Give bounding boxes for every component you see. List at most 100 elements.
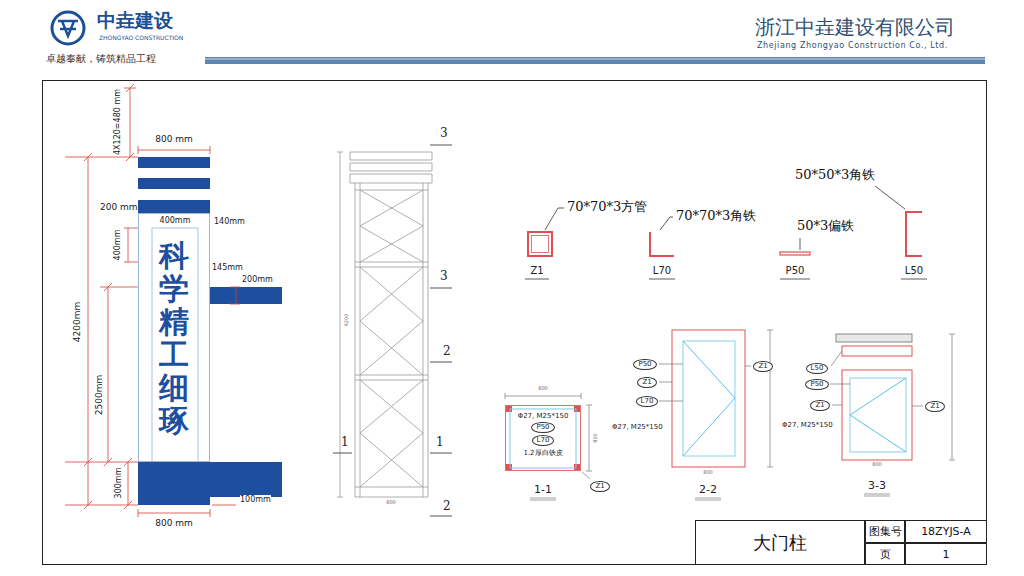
side-arm bbox=[210, 287, 282, 304]
title-block-cell: 页 bbox=[865, 543, 905, 565]
dimension-label: 800 bbox=[538, 386, 548, 392]
section-mark: 3 bbox=[440, 270, 448, 284]
cap-bar bbox=[842, 346, 912, 356]
callout-text: P50 bbox=[810, 380, 823, 389]
header-bar bbox=[205, 57, 985, 64]
flat-bar-profile bbox=[780, 252, 810, 255]
callout-oval: L50 bbox=[806, 363, 829, 374]
title-cell-text: 页 bbox=[880, 547, 891, 562]
title-block-cell: 18ZYJS-A bbox=[905, 520, 987, 543]
callout-oval: Z1 bbox=[637, 377, 656, 388]
company-logo-text: 中垚建设 bbox=[97, 10, 173, 32]
title-cell-text: 18ZYJS-A bbox=[921, 525, 971, 538]
top-bar bbox=[138, 157, 210, 168]
title-block-cell: 1 bbox=[905, 543, 987, 565]
column-text: 科学精工细琢 bbox=[159, 239, 189, 437]
title-cell-text: 图集号 bbox=[869, 524, 902, 539]
section-1-lines bbox=[505, 393, 592, 500]
section-inner bbox=[850, 378, 906, 452]
bolt-note: Φ27, M25*150 bbox=[782, 421, 833, 429]
callout-oval: Z1 bbox=[753, 361, 772, 372]
profile-code: Z1 bbox=[530, 265, 543, 277]
section-caption: 1-1 bbox=[534, 484, 552, 497]
callout-text: Z1 bbox=[815, 401, 824, 410]
leader-lines bbox=[545, 186, 905, 250]
header-bar-highlight bbox=[205, 59, 985, 60]
dimension-label: 400mm bbox=[160, 216, 191, 225]
callout-text: Z1 bbox=[758, 362, 767, 371]
sign-column: 科学精工细琢 bbox=[138, 213, 210, 462]
dimension-label: 2500mm bbox=[94, 375, 104, 415]
dimension-label: 145mm bbox=[212, 263, 243, 272]
dimension-label: 800 bbox=[703, 470, 713, 476]
profile-spec: 70*70*3角铁 bbox=[676, 209, 756, 224]
callout-oval: Z1 bbox=[810, 400, 829, 411]
company-logo-subtext: ZHONGYAO CONSTRUCTION bbox=[99, 35, 183, 42]
profile-code: L50 bbox=[905, 265, 923, 277]
title-cell-text: 1 bbox=[943, 548, 950, 561]
section-caption: 2-2 bbox=[699, 484, 717, 497]
dimension-label: 140mm bbox=[214, 217, 245, 226]
callout-oval: P50 bbox=[531, 422, 554, 433]
bracing bbox=[850, 378, 906, 452]
callout-text: L50 bbox=[811, 364, 824, 373]
section-2-lines bbox=[659, 330, 773, 500]
angle-profile bbox=[906, 212, 922, 256]
callout-text: Z1 bbox=[642, 378, 651, 387]
callout-text: Z1 bbox=[930, 402, 939, 411]
bolt-note: Φ27, M25*150 bbox=[612, 423, 663, 431]
drawing-frame bbox=[43, 81, 987, 565]
dimension-label: 800 mm bbox=[155, 518, 193, 528]
dimension-label: 800 mm bbox=[155, 134, 193, 144]
section-outline bbox=[672, 330, 745, 467]
dimension-label: 800 bbox=[593, 433, 599, 443]
section-mark: 1 bbox=[341, 436, 349, 450]
callout-oval: Z1 bbox=[925, 401, 944, 412]
section-mark: 2 bbox=[443, 500, 451, 514]
section-outline bbox=[842, 370, 912, 460]
section-mark: 1 bbox=[436, 436, 444, 450]
section-note: Φ27, M25*150 bbox=[506, 412, 580, 421]
section-box: P50L70 Φ27, M25*150 1.2厚白铁皮 bbox=[505, 405, 581, 471]
label-underlines bbox=[525, 279, 927, 280]
section-inner bbox=[683, 341, 735, 456]
square-tube-profile bbox=[528, 232, 552, 256]
section-caption: 3-3 bbox=[868, 480, 886, 493]
title-block-cell: 图集号 bbox=[865, 520, 905, 543]
dimension-label: 800 bbox=[386, 500, 396, 506]
callout-text: P50 bbox=[536, 423, 549, 432]
dimension-label: 200mm bbox=[242, 275, 273, 284]
dimension-label: 4200 bbox=[344, 314, 350, 327]
dimension-label: 800 bbox=[872, 462, 882, 468]
dimension-label: 400mm bbox=[113, 230, 122, 261]
bracing bbox=[683, 341, 735, 456]
section-note: 1.2厚白铁皮 bbox=[506, 449, 580, 458]
profile-code: P50 bbox=[786, 265, 805, 277]
company-name-english: Zhejiang Zhongyao Construction Co., Ltd. bbox=[757, 41, 948, 50]
callout-oval: Z1 bbox=[590, 481, 609, 492]
section-mark: 2 bbox=[443, 345, 451, 359]
dimension-lines bbox=[65, 84, 240, 517]
profile-spec: 50*50*3角铁 bbox=[795, 168, 875, 183]
dimension-label: 200 mm bbox=[100, 202, 138, 212]
title-block-cell: 大门柱 bbox=[695, 520, 865, 565]
top-bar bbox=[138, 178, 210, 189]
logo-mark bbox=[58, 21, 78, 36]
slogan: 卓越奉献，铸筑精品工程 bbox=[46, 53, 156, 65]
callout-oval: P50 bbox=[633, 359, 656, 370]
dimension-label: 4X120=480 mm bbox=[113, 89, 122, 155]
callout-text: L70 bbox=[537, 436, 550, 445]
profile-spec: 70*70*3方管 bbox=[567, 200, 647, 215]
dimension-label: 100mm bbox=[240, 495, 271, 504]
callout-text: L70 bbox=[641, 397, 654, 406]
column-base bbox=[138, 462, 282, 505]
logo-ring bbox=[52, 12, 84, 44]
title-cell-text: 大门柱 bbox=[753, 531, 807, 555]
frame-elevation bbox=[337, 152, 432, 497]
square-tube-inner bbox=[532, 236, 549, 253]
section-cut-marks bbox=[333, 145, 452, 516]
callout-text: P50 bbox=[638, 360, 651, 369]
section-3-lines bbox=[830, 334, 955, 496]
angle-profile bbox=[650, 232, 674, 256]
dimension-label: 300mm bbox=[114, 468, 123, 499]
